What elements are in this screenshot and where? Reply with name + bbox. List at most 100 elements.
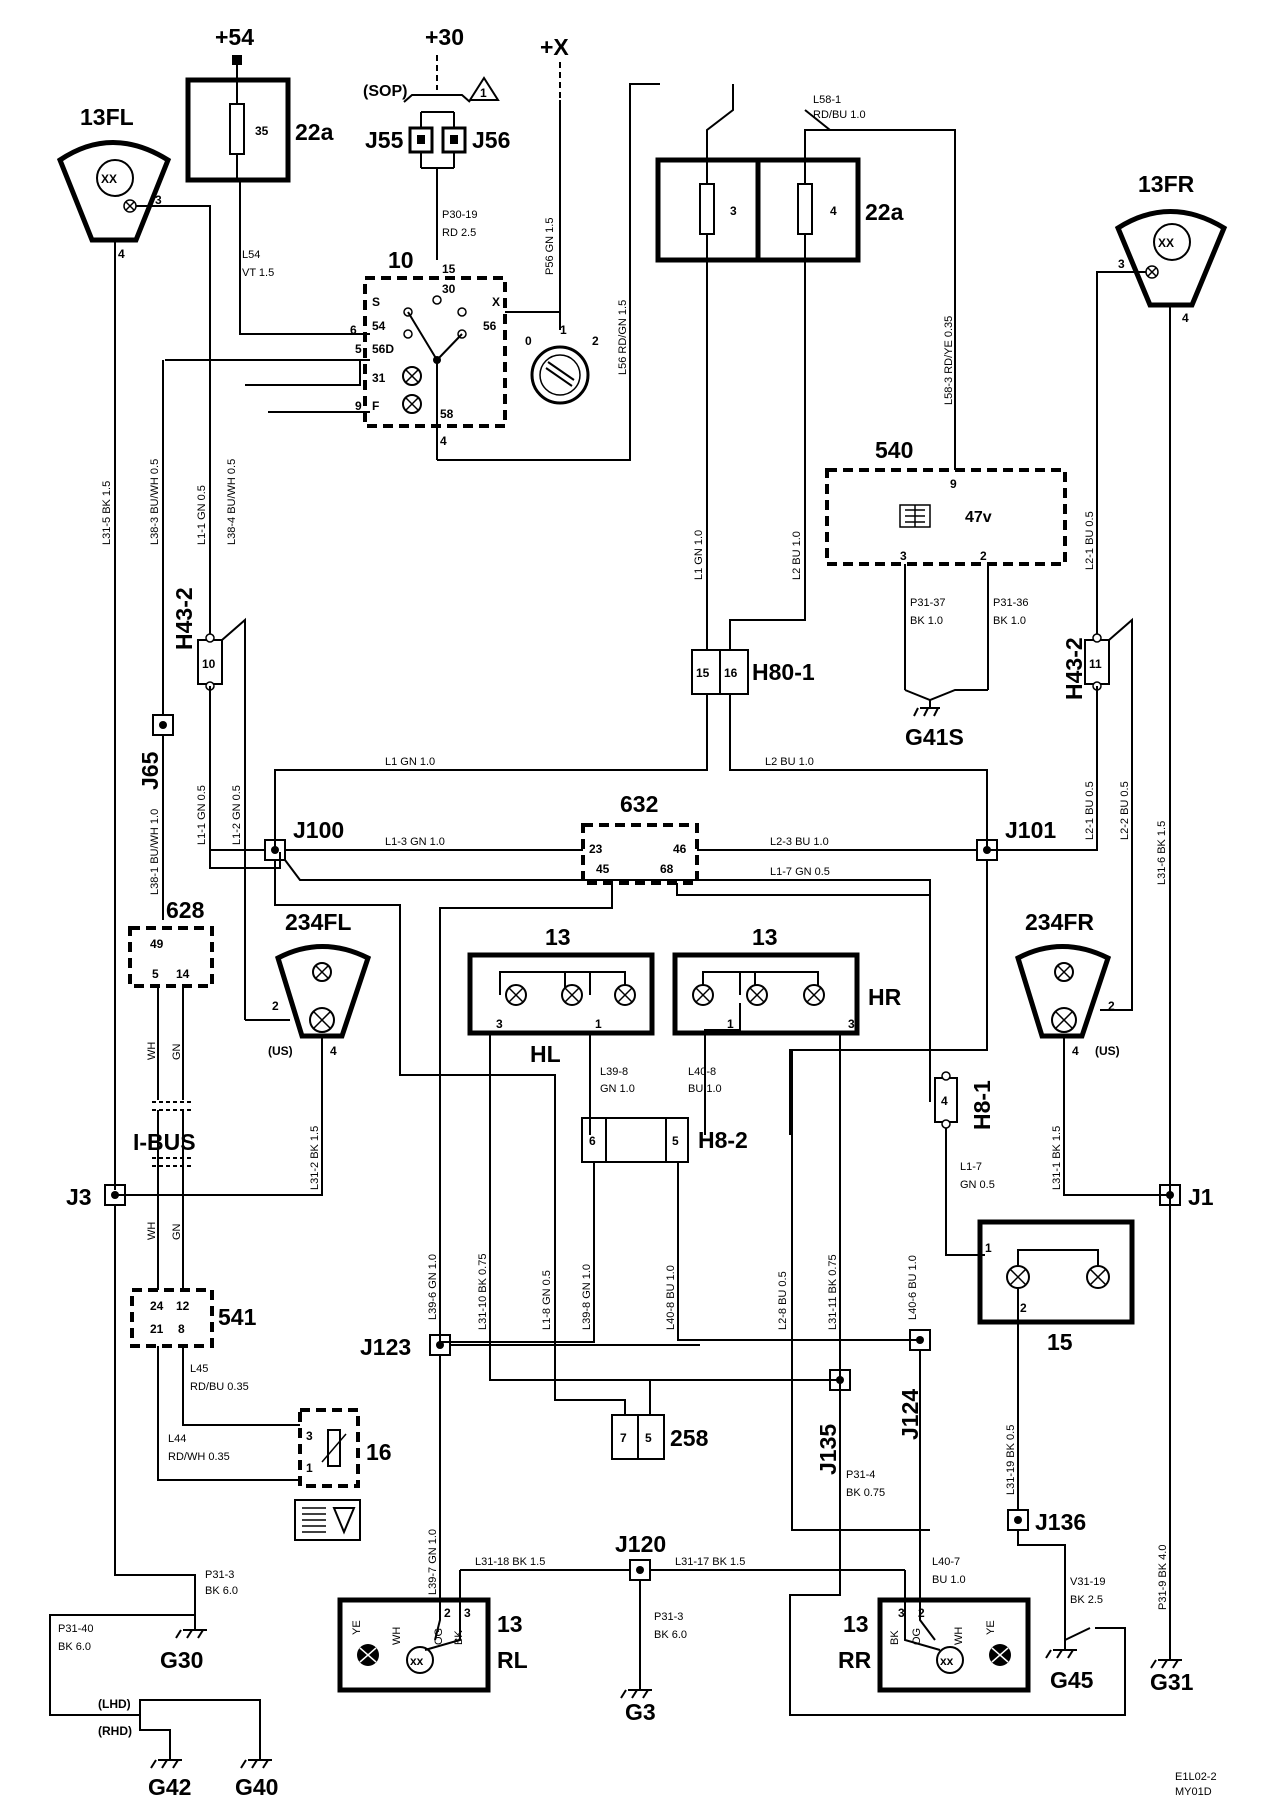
wire-l31-17-label: L31-17 BK 1.5	[675, 1556, 745, 1568]
supply-54-label: +54	[215, 24, 254, 50]
switch-pin-9: 9	[355, 399, 362, 413]
module-540-pin3: 3	[900, 549, 907, 563]
wire-l2-2-label: L2-2 BU 0.5	[1119, 781, 1131, 840]
sop-junction-block: (SOP) 1 J55 J56 P30-19 RD 2.5	[363, 76, 510, 260]
wire-p31-4-label: P31-4	[846, 1469, 875, 1481]
module-628-pin5: 5	[152, 967, 159, 981]
wire-p31-3b-spec: BK 6.0	[654, 1629, 687, 1641]
wire-gn-upper-label: GN	[171, 1043, 183, 1060]
junction-j100-label: J100	[293, 817, 344, 843]
lamp-234fr-pin4: 4	[1072, 1044, 1079, 1058]
fog-light-symbol-icon	[899, 504, 931, 528]
connector-h8-2-pin5: 5	[672, 1134, 679, 1148]
wire-l1-1-low-label: L1-1 GN 0.5	[196, 785, 208, 845]
module-541-pin12: 12	[176, 1299, 190, 1313]
component-16: 3 1 16	[294, 1408, 392, 1541]
rear-lamp-rr-og: OG	[911, 1628, 923, 1645]
rear-lamp-13-hl: 13 3 1 HL	[467, 924, 840, 1381]
module-540-pin2: 2	[980, 549, 987, 563]
junction-j136: J136	[1007, 1509, 1086, 1640]
rear-lamp-13-hl-pin3: 3	[496, 1017, 503, 1031]
wire-wh-upper-label: WH	[146, 1042, 158, 1060]
ground-g30: G30	[160, 1615, 207, 1673]
wire-l39-6-label: L39-6 GN 1.0	[427, 1254, 439, 1320]
wire-l1-8-label: L1-8 GN 0.5	[541, 1270, 553, 1330]
wire-l58-3-label: L58-3 RD/YE 0.35	[943, 316, 955, 405]
headlamp-13fr-pin3: 3	[1118, 257, 1125, 271]
fuse-4-label: 4	[830, 204, 837, 218]
junction-j1: J1	[1159, 1184, 1214, 1210]
svg-text:xx: xx	[410, 1654, 424, 1668]
lamp-234fr-label: 234FR	[1025, 909, 1094, 935]
wire-l31-18-label: L31-18 BK 1.5	[475, 1556, 545, 1568]
connector-h43-2-left-pin: 10	[202, 657, 216, 671]
wire-l54-spec: VT 1.5	[242, 267, 274, 279]
bulb-icon	[803, 984, 825, 1006]
bulb-icon	[746, 984, 768, 1006]
wire-l2-1-low-label: L2-1 BU 0.5	[1084, 781, 1096, 840]
junction-j135-label: J135	[815, 1424, 841, 1475]
component-16-pin1: 1	[306, 1461, 313, 1475]
ground-g40-label: G40	[235, 1774, 278, 1800]
module-540-label: 540	[875, 437, 913, 463]
connector-h8-1-label: H8-1	[969, 1080, 995, 1130]
module-540-code: 47v	[965, 509, 992, 526]
switch-pin-x: X	[492, 295, 500, 309]
connector-258: 7 5 258	[554, 1135, 709, 1460]
lamp-234fr-pin2: 2	[1108, 999, 1115, 1013]
rear-lamp-13-hr-pin3: 3	[848, 1017, 855, 1031]
module-632-pin23: 23	[589, 842, 603, 856]
wire-l39-8v-label: L39-8 GN 1.0	[581, 1264, 593, 1330]
module-632-label: 632	[620, 791, 658, 817]
headlamp-13fr-bulb: XX	[1158, 236, 1174, 250]
module-628-label: 628	[166, 897, 205, 923]
lamp-15-label: 15	[1047, 1329, 1073, 1355]
wire-l40-8-label: L40-8	[688, 1066, 716, 1078]
lamp-234fr: 234FR 2 4 (US)	[1014, 909, 1170, 1196]
rear-lamp-rl-pin3: 3	[464, 1606, 471, 1620]
junction-j3-label: J3	[66, 1184, 92, 1210]
module-632: 632 23 45 46 68	[439, 791, 930, 1345]
ignition-knob: 0 1 2	[525, 312, 599, 405]
wire-l1-2-label: L1-2 GN 0.5	[231, 785, 243, 845]
wire-p56-label: P56 GN 1.5	[544, 218, 556, 275]
rear-lamp-13-hl-pin1: 1	[595, 1017, 602, 1031]
wire-l40-8-spec: BU 1.0	[688, 1083, 722, 1095]
headlamp-13fr-pin4: 4	[1182, 311, 1189, 325]
connector-h80-1-pin16: 16	[724, 666, 738, 680]
headlamp-13fl-label: 13FL	[80, 104, 134, 130]
wire-l38-3-label: L38-3 BU/WH 0.5	[149, 459, 161, 545]
wire-p31-3a-label: P31-3	[205, 1569, 234, 1581]
wire-l2-label: L2 BU 1.0	[791, 531, 803, 580]
power-supplies: +54 +30 +X	[215, 24, 569, 100]
switch-pin-30: 30	[442, 282, 456, 296]
wire-l1-3-label: L1-3 GN 1.0	[385, 836, 445, 848]
wire-l31-5-label: L31-5 BK 1.5	[101, 481, 113, 545]
connector-258-pin5: 5	[645, 1431, 652, 1445]
junction-j120: J120	[459, 1531, 906, 1680]
rear-lamp-13-hl-side: HL	[530, 1041, 561, 1067]
ground-g31-label: G31	[1150, 1669, 1194, 1695]
switch-pin-31: 31	[372, 371, 386, 385]
j56-label: J56	[472, 127, 510, 153]
wire-p31-9-label: P31-9 BK 4.0	[1157, 1545, 1169, 1610]
fusebox-22a-right-label: 22a	[865, 199, 904, 225]
knob-pos-0: 0	[525, 334, 532, 348]
fusebox-22a-left: 35 22a	[185, 62, 334, 183]
lhd-label: (LHD)	[98, 1697, 131, 1711]
ground-g41s-label: G41S	[905, 724, 964, 750]
wire-l31-6-label: L31-6 BK 1.5	[1156, 821, 1168, 885]
rear-lamp-rr-pin3: 3	[898, 1606, 905, 1620]
lamp-234fr-us: (US)	[1095, 1044, 1120, 1058]
switch-pin-15: 15	[442, 262, 456, 276]
lamp-234fl-pin2: 2	[272, 999, 279, 1013]
wiring-runs	[244, 84, 700, 1346]
wire-v31-19-label: V31-19	[1070, 1576, 1105, 1588]
connector-h80-1-label: H80-1	[752, 659, 815, 685]
lamp-15-pin1: 1	[985, 1241, 992, 1255]
wire-l38-1-label: L38-1 BU/WH 1.0	[149, 809, 161, 895]
module-541-pin21: 21	[150, 1322, 164, 1336]
rear-lamp-13-hr-pin1: 1	[727, 1017, 734, 1031]
rear-lamp-13-hr-side: HR	[868, 984, 902, 1010]
